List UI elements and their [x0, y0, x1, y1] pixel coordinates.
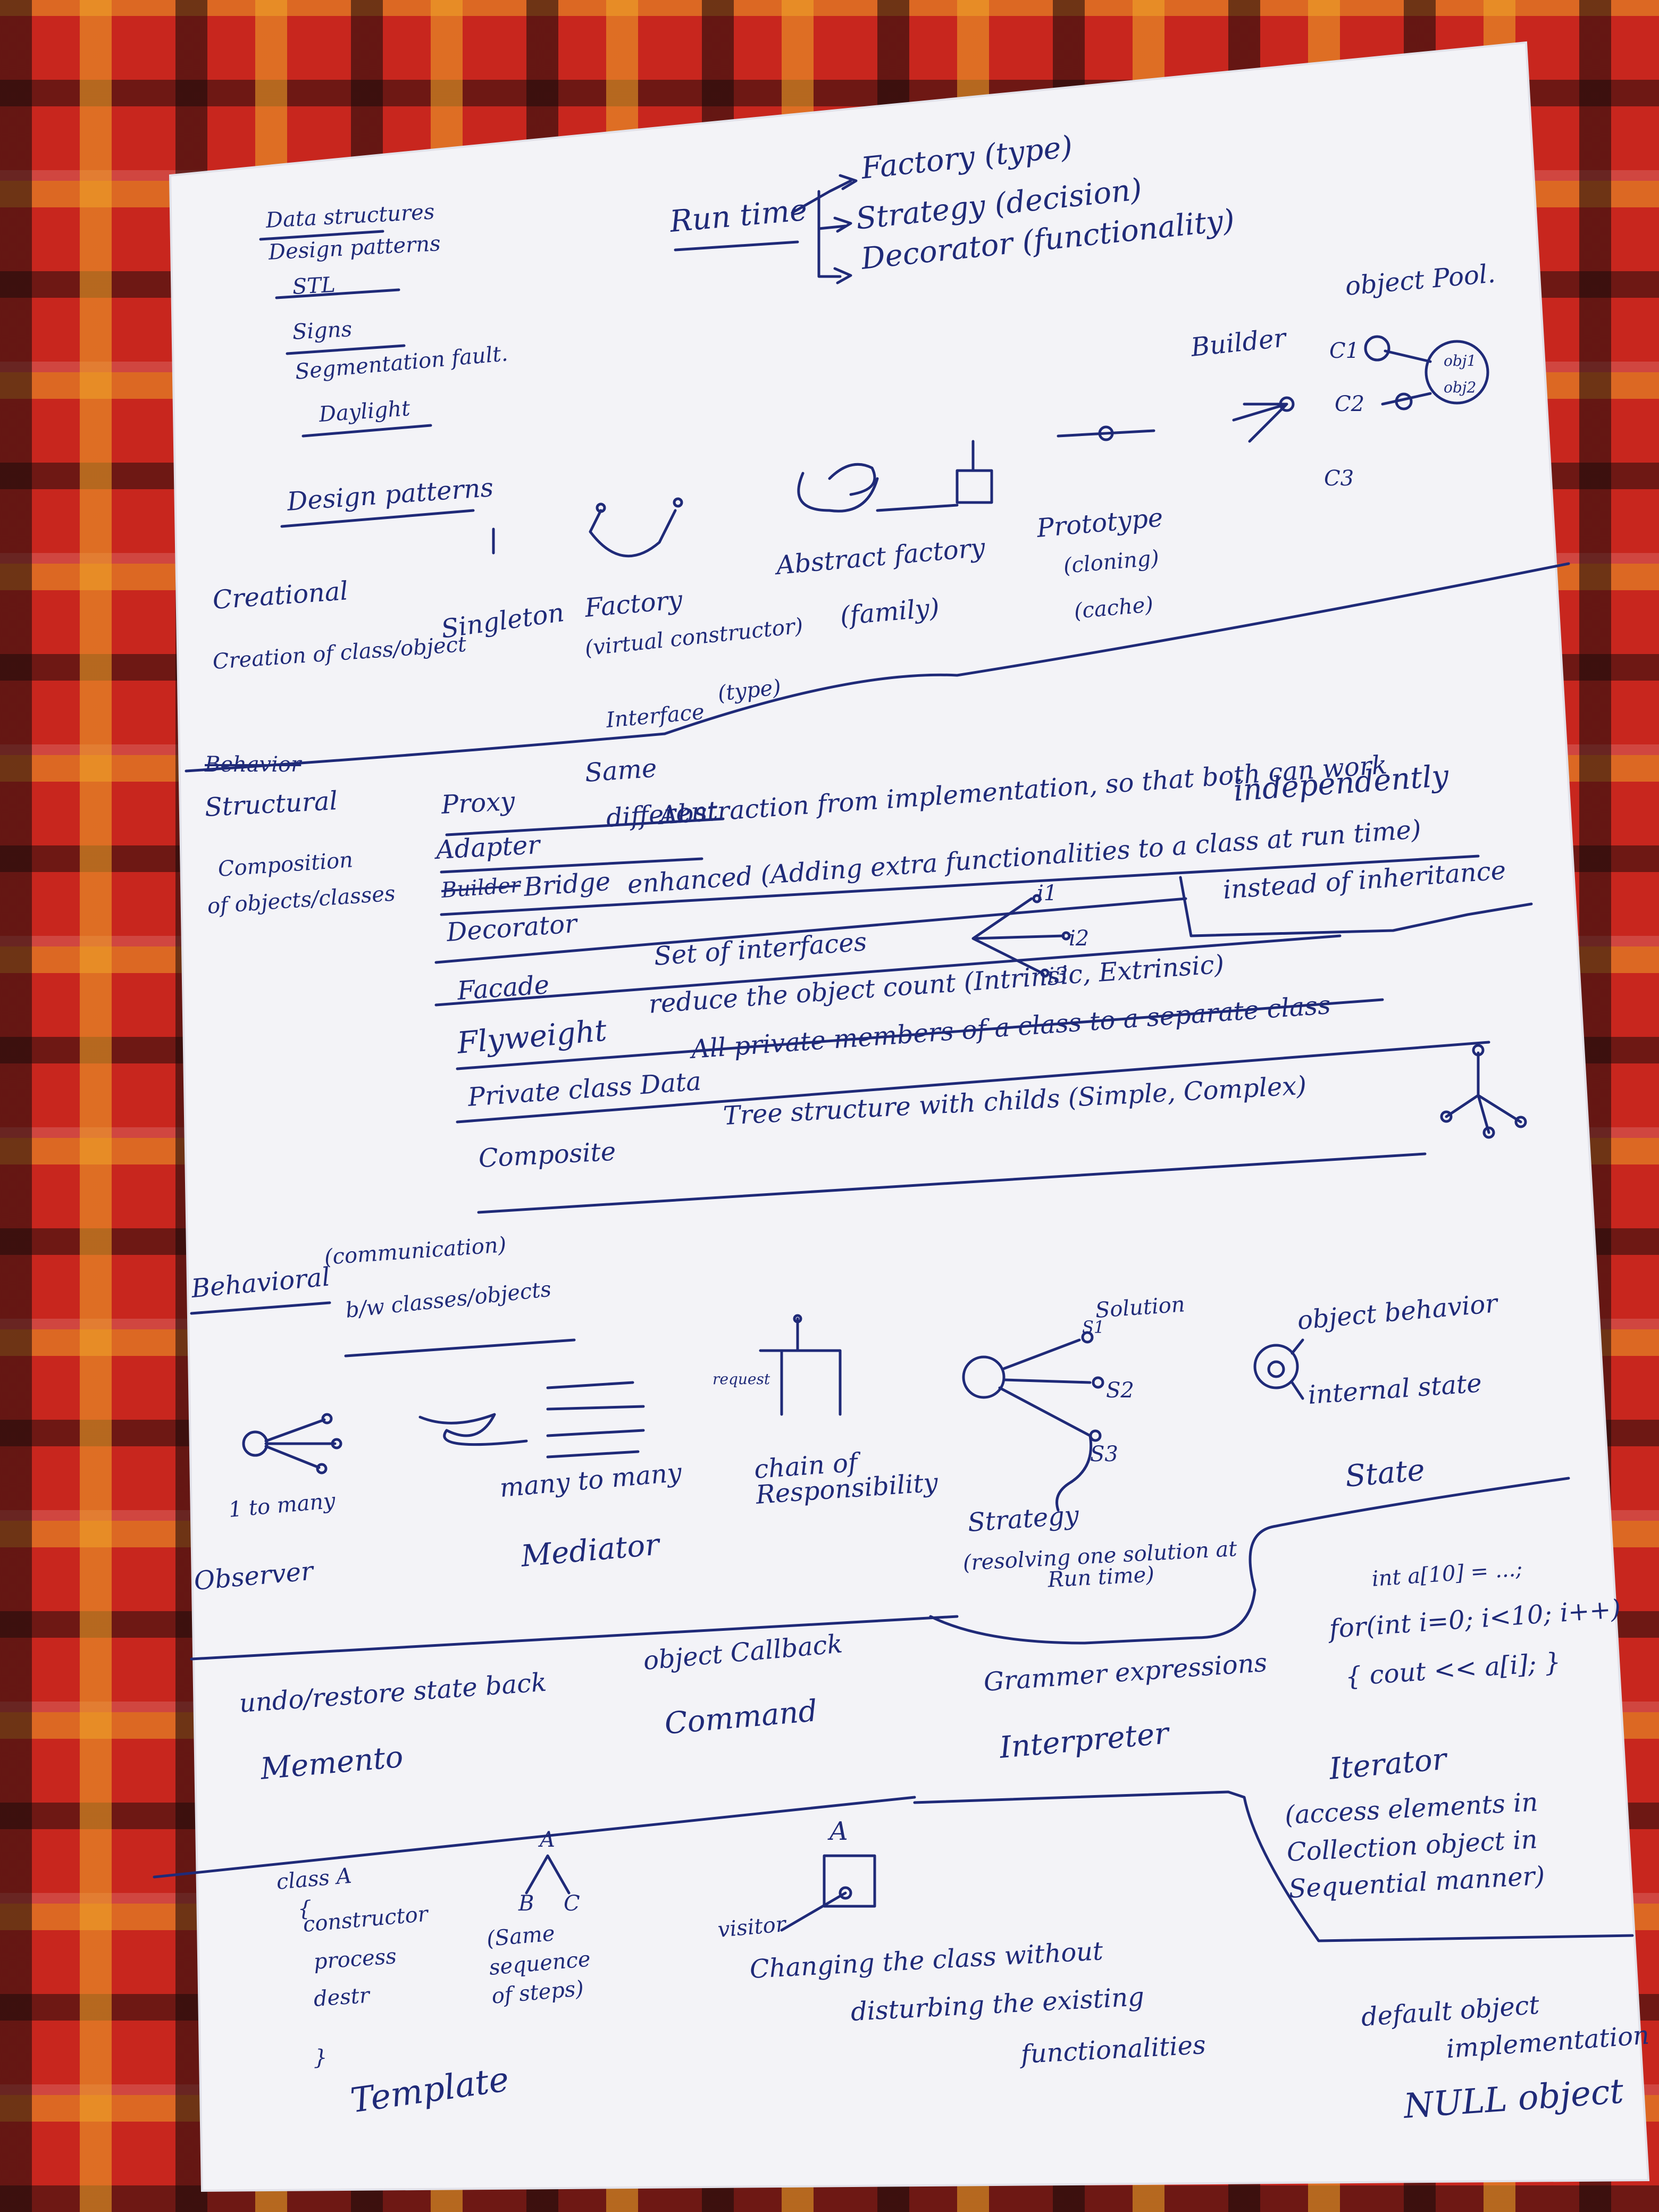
pool-obj2: obj2 [1444, 379, 1477, 396]
template-tree-a: A [540, 1828, 555, 1852]
structural-row-name: Adapter [435, 830, 541, 865]
structural-row-name: Bridge [523, 866, 611, 902]
template-note: (Same sequence of steps) [485, 1921, 592, 2009]
strategy-s3: S3 [1090, 1442, 1118, 1467]
template-code-line: destr [313, 1983, 371, 2012]
facade-i2: i2 [1069, 926, 1090, 951]
facade-i1: i1 [1037, 881, 1058, 906]
strategy-label: Strategy [967, 1500, 1080, 1538]
list-item: Daylight [318, 396, 411, 427]
template-code-line: } [314, 2046, 328, 2070]
type-note: (type) [716, 675, 782, 706]
iterator-note: (access elements in Collection object in… [1284, 1787, 1546, 1905]
crossed-out-label: Behavior [205, 752, 301, 777]
structural-row-crossed: Builder [440, 873, 522, 903]
pool-c3: C3 [1324, 466, 1354, 491]
strategy-s2: S2 [1106, 1378, 1134, 1403]
template-code-line: { [298, 1897, 312, 1921]
visitor-label: visitor [716, 1912, 787, 1942]
template-tree-b: B [518, 1891, 534, 1916]
template-tree-c: C [564, 1891, 580, 1916]
template-code-line: class A [275, 1863, 353, 1895]
strategy-solution: Solution [1094, 1292, 1186, 1323]
pool-obj1: obj1 [1444, 352, 1477, 370]
pool-c1: C1 [1329, 339, 1360, 363]
template-code-line: process [313, 1944, 398, 1974]
list-item: Signs [291, 317, 353, 345]
structural-row-name: Proxy [440, 786, 516, 820]
factory-label: Factory [583, 585, 684, 623]
request-label: request [713, 1370, 770, 1388]
structural-row-name: Facade [456, 969, 550, 1006]
structural-row-note: Same [584, 753, 658, 788]
pool-c2: C2 [1335, 392, 1365, 416]
state-label: State [1344, 1453, 1427, 1494]
list-item: STL [291, 272, 336, 299]
chain-label: chain of Responsibility [753, 1447, 939, 1510]
visitor-a: A [830, 1816, 848, 1846]
structural-label: Structural [204, 785, 339, 823]
facade-i3: i3 [1048, 963, 1068, 988]
strategy-s1: S1 [1082, 1317, 1105, 1337]
structural-row-name: Composite [477, 1136, 617, 1174]
